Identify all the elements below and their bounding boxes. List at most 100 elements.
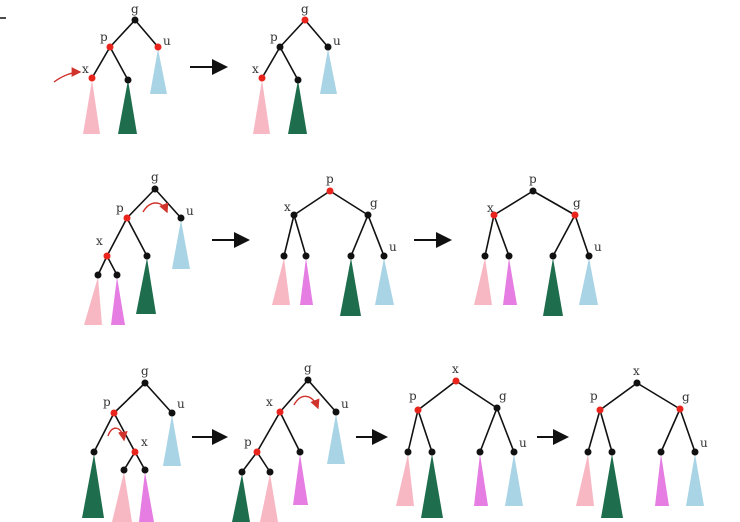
label-p: p — [270, 30, 278, 44]
node-g — [676, 405, 684, 413]
node-g — [141, 379, 149, 387]
subtree-blue — [505, 454, 523, 506]
subtree-magenta — [474, 454, 488, 506]
node-g — [304, 376, 312, 384]
label-g: g — [573, 196, 581, 210]
label-g: g — [301, 2, 309, 16]
label-x: x — [252, 62, 259, 76]
node-leaf — [294, 76, 302, 84]
node-u — [691, 448, 699, 456]
subtree-green — [340, 258, 361, 316]
subtree-pink — [272, 258, 290, 305]
subtree-pink — [112, 472, 132, 522]
subtree-green — [232, 474, 250, 522]
label-g: g — [499, 389, 507, 403]
node-leaf — [238, 468, 246, 476]
label-u: u — [341, 397, 349, 411]
label-p: p — [116, 201, 124, 215]
curved-arrow-icon — [142, 202, 169, 214]
node-x — [633, 379, 641, 387]
node-x — [276, 408, 284, 416]
node-leaf — [296, 448, 304, 456]
node-g — [364, 211, 372, 219]
node-u — [380, 252, 388, 260]
subtree-green — [543, 258, 563, 316]
node-u — [332, 408, 340, 416]
row3-tree1: g p u x — [82, 364, 185, 522]
node-g — [301, 16, 309, 24]
node-u — [510, 448, 518, 456]
node-p — [529, 187, 537, 195]
node-x — [131, 448, 139, 456]
node-leaf — [608, 448, 616, 456]
label-g: g — [682, 390, 690, 404]
node-leaf — [657, 448, 665, 456]
node-leaf — [584, 448, 592, 456]
node-p — [106, 43, 114, 51]
curved-arrow-icon — [107, 427, 128, 442]
label-u: u — [389, 240, 397, 254]
label-p: p — [326, 172, 334, 186]
subtree-blue — [320, 49, 337, 94]
subtree-magenta — [503, 258, 517, 305]
label-p: p — [244, 435, 252, 449]
row1-tree1: g p u x — [53, 2, 171, 134]
subtree-blue — [686, 454, 704, 506]
node-u — [168, 409, 176, 417]
node-leaf — [481, 252, 489, 260]
node-g — [571, 211, 579, 219]
subtree-magenta — [293, 454, 308, 505]
subtree-pink — [396, 454, 414, 506]
label-p: p — [529, 172, 537, 186]
label-u: u — [177, 397, 185, 411]
label-x: x — [284, 200, 291, 214]
node-p — [326, 187, 334, 195]
label-g: g — [141, 364, 149, 378]
label-u: u — [700, 436, 708, 450]
row3-tree4: x p g u — [576, 364, 708, 518]
hand-drawn-arrow-icon — [53, 67, 82, 83]
subtree-blue — [150, 49, 167, 94]
node-x — [88, 74, 96, 82]
node-g — [131, 16, 139, 24]
row3-tree2: g x u p — [232, 361, 349, 522]
node-leaf — [428, 448, 436, 456]
label-g: g — [151, 170, 159, 184]
node-leaf — [302, 252, 310, 260]
subtree-pink — [260, 474, 278, 522]
subtree-pink — [474, 258, 492, 305]
node-leaf — [347, 252, 355, 260]
label-x: x — [141, 435, 148, 449]
subtree-green — [118, 80, 137, 134]
row1-tree2: g p u x — [252, 2, 341, 134]
node-x — [258, 74, 266, 82]
curved-arrow-icon — [293, 395, 320, 410]
node-leaf — [549, 252, 557, 260]
node-u — [585, 252, 593, 260]
node-p — [276, 43, 284, 51]
label-g: g — [131, 2, 139, 16]
subtree-green — [601, 454, 623, 518]
subtree-pink — [253, 80, 270, 134]
subtree-blue — [375, 258, 394, 305]
subtree-magenta — [655, 454, 669, 506]
subtree-green — [288, 80, 307, 134]
node-leaf — [280, 252, 288, 260]
node-leaf — [94, 271, 102, 279]
label-p: p — [100, 30, 108, 44]
subtree-blue — [163, 415, 181, 466]
node-leaf — [90, 448, 98, 456]
label-x: x — [633, 364, 640, 378]
subtree-magenta — [139, 472, 154, 522]
node-leaf — [113, 271, 121, 279]
node-u — [154, 43, 162, 51]
row3-tree3: x p g u — [396, 362, 527, 518]
label-p: p — [409, 389, 417, 403]
node-g — [493, 404, 501, 412]
label-u: u — [519, 436, 527, 450]
subtree-green — [136, 258, 156, 314]
label-u: u — [163, 34, 171, 48]
label-u: u — [333, 34, 341, 48]
node-x — [490, 211, 498, 219]
